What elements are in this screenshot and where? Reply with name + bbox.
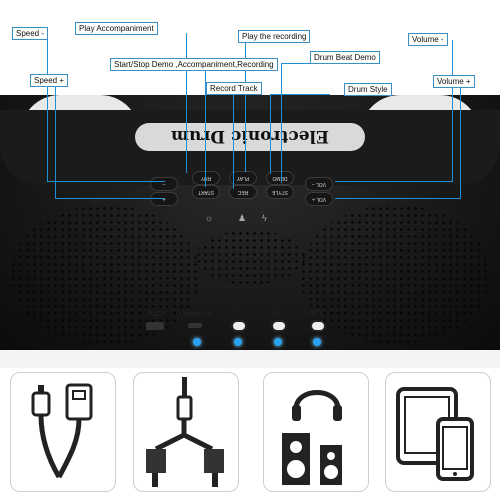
leader-line: [270, 94, 271, 174]
drum-device-body: Electronic Drum – + START STOP RHY REC P…: [0, 95, 500, 350]
brand-plate: [135, 123, 365, 151]
leader-line: [335, 198, 461, 199]
callout-volume-minus: Volume -: [408, 33, 448, 46]
leader-line: [452, 40, 453, 181]
microphone-port[interactable]: [231, 320, 247, 332]
leader-line: [47, 33, 48, 181]
leader-line: [233, 94, 234, 189]
headphone-indicator-dot: [274, 338, 282, 346]
leader-line: [245, 42, 246, 172]
brand-text: Electronic Drum: [171, 126, 329, 146]
callout-play-recording: Play the recording: [238, 30, 311, 43]
port-strip: [0, 350, 500, 368]
usb-indicator-dot: [193, 338, 201, 346]
center-grill: [195, 230, 305, 285]
microphone-indicator-dot: [234, 338, 242, 346]
rhythm-button[interactable]: RHY: [192, 171, 220, 185]
person-icon: ♟: [238, 213, 247, 223]
sun-icon: ☼: [205, 213, 214, 223]
leader-line: [55, 198, 165, 199]
volume-plus-button[interactable]: VOL +: [305, 192, 333, 206]
leader-line: [281, 63, 311, 64]
leader-line: [281, 63, 282, 183]
usb-cable-card: [10, 372, 116, 492]
mp3-indicator-dot: [313, 338, 321, 346]
leader-line: [55, 82, 56, 198]
callout-drum-beat-demo: Drum Beat Demo: [310, 51, 380, 64]
usb-cable-icon: [31, 383, 93, 479]
headphone-port[interactable]: [271, 320, 287, 332]
leader-line: [335, 181, 453, 182]
on-off-switch[interactable]: [146, 322, 164, 330]
left-speaker-grill: [10, 205, 200, 345]
microphone-icon: ✎: [232, 307, 241, 318]
lightning-icon: ϟ: [262, 213, 267, 223]
start-stop-button[interactable]: START STOP: [192, 177, 220, 199]
callout-start-stop-demo: Start/Stop Demo ,Accompaniment,Recording: [110, 58, 278, 71]
headphone-icon: ☊: [272, 307, 282, 319]
on-off-label: ON/OFF: [145, 312, 169, 318]
leader-line: [205, 70, 206, 187]
tablet-phone-icon: [396, 387, 474, 481]
leader-line: [460, 88, 461, 198]
headphones-speakers-icon: [282, 390, 342, 485]
leader-line: [270, 94, 330, 95]
callout-speed-plus: Speed +: [30, 74, 69, 87]
audio-splitter-icon: [146, 377, 224, 487]
mp3-port[interactable]: [310, 320, 326, 332]
callout-play-accompaniment: Play Accompaniment: [75, 22, 158, 35]
volume-minus-button[interactable]: VOL –: [305, 177, 333, 191]
style-button[interactable]: STYLE: [266, 185, 294, 199]
callout-speed-minus: Speed -: [12, 27, 49, 40]
right-speaker-grill: [300, 205, 490, 345]
callout-record-track: Record Track: [206, 82, 262, 95]
leader-line: [186, 33, 187, 173]
callout-volume-plus: Volume +: [433, 75, 475, 88]
usb-dc-label: USB/DC 5V: [179, 312, 212, 318]
speed-plus-button[interactable]: +: [150, 192, 178, 206]
mp3-label: MP3: [310, 311, 324, 317]
tablet-phone-card: [385, 372, 491, 492]
callout-drum-style: Drum Style: [344, 83, 392, 96]
leader-line: [47, 181, 165, 182]
speed-minus-button[interactable]: –: [150, 177, 178, 191]
headphones-speakers-card: [263, 372, 369, 492]
usb-port[interactable]: [188, 323, 202, 328]
audio-cable-card: [133, 372, 239, 492]
